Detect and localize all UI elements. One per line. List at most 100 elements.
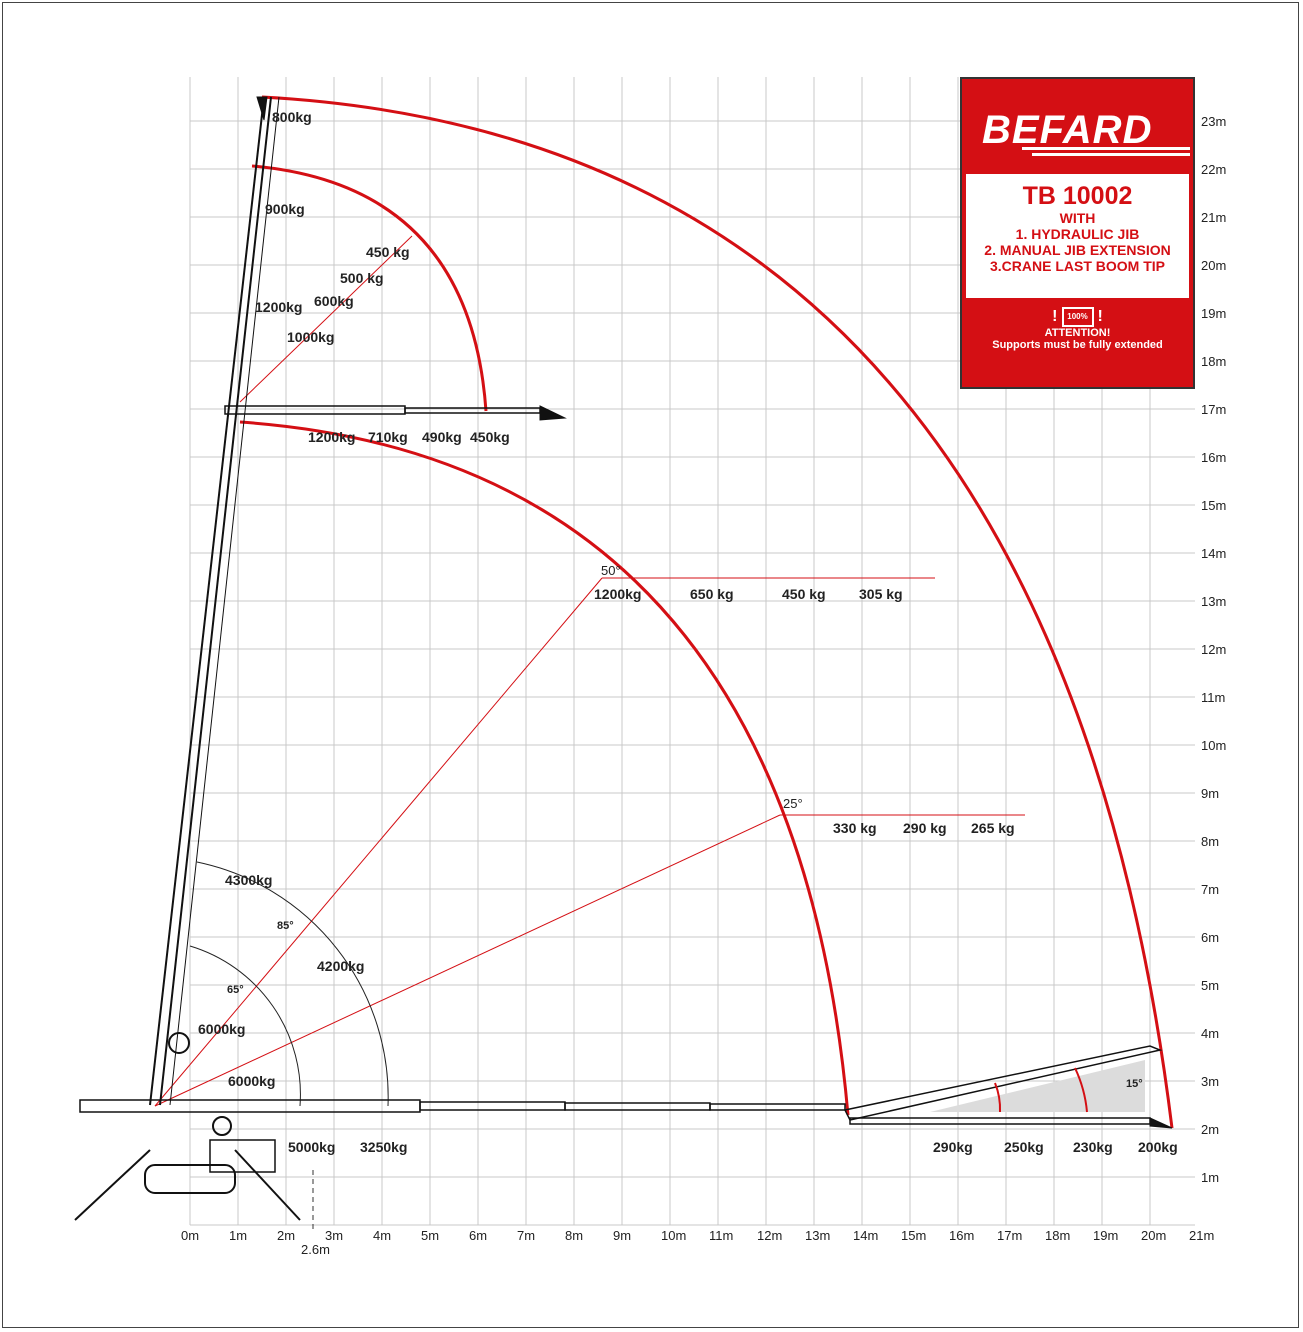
warning-icon: !100%! xyxy=(1052,307,1103,327)
x-tick-7: 7m xyxy=(517,1228,535,1243)
model-name: TB 10002 xyxy=(1022,182,1133,210)
svg-text:BEFARD: BEFARD xyxy=(982,108,1152,152)
x-tick-8: 8m xyxy=(565,1228,583,1243)
y-tick-9: 9m xyxy=(1201,786,1219,801)
line-jib-angle xyxy=(239,235,413,403)
x-tick-19: 19m xyxy=(1093,1228,1118,1243)
warning-text: Supports must be fully extended xyxy=(992,339,1163,351)
x-tick-4: 4m xyxy=(373,1228,391,1243)
y-tick-10: 10m xyxy=(1201,738,1226,753)
load-base-3250: 3250kg xyxy=(360,1139,407,1155)
load-25-290: 290 kg xyxy=(903,820,947,836)
x-tick-17: 17m xyxy=(997,1228,1022,1243)
x-tick-2: 2m xyxy=(277,1228,295,1243)
arc-65-deg xyxy=(189,945,301,1107)
line-25-deg xyxy=(154,814,781,1107)
load-50-1200: 1200kg xyxy=(594,586,641,602)
x-tick-0: 0m xyxy=(181,1228,199,1243)
load-jib-600: 600kg xyxy=(314,293,354,309)
crane-jib-horizontal xyxy=(224,405,567,421)
load-base-4200: 4200kg xyxy=(317,958,364,974)
y-tick-12: 12m xyxy=(1201,642,1226,657)
arc-85-deg xyxy=(196,861,389,1107)
y-tick-14: 14m xyxy=(1201,546,1226,561)
x-tick-9: 9m xyxy=(613,1228,631,1243)
feature-3: 3.CRANE LAST BOOM TIP xyxy=(989,258,1165,274)
x-tick-3: 3m xyxy=(325,1228,343,1243)
load-jib-1000: 1000kg xyxy=(287,329,334,345)
x-tick-11: 11m xyxy=(709,1228,733,1243)
line-50-deg xyxy=(154,577,603,1107)
jib-angle-shade xyxy=(930,1060,1145,1112)
angle-25: 25° xyxy=(783,796,803,811)
x-tick-18: 18m xyxy=(1045,1228,1070,1243)
crane-vertical-boom xyxy=(149,96,280,1106)
crane-boom-horizontal xyxy=(79,1045,1173,1129)
y-tick-16: 16m xyxy=(1201,450,1226,465)
x-tick-16: 16m xyxy=(949,1228,974,1243)
angle-15: 15° xyxy=(1126,1078,1143,1090)
x-tick-6: 6m xyxy=(469,1228,487,1243)
jib-reach-arc xyxy=(251,164,488,412)
y-tick-18: 18m xyxy=(1201,354,1226,369)
load-50-305: 305 kg xyxy=(859,586,903,602)
y-tick-4: 4m xyxy=(1201,1026,1219,1041)
y-tick-20: 20m xyxy=(1201,258,1226,273)
y-tick-8: 8m xyxy=(1201,834,1219,849)
load-ground-230: 230kg xyxy=(1073,1139,1113,1155)
warning-title: ATTENTION! xyxy=(1044,327,1111,339)
x-tick-14: 14m xyxy=(853,1228,878,1243)
feature-1: 1. HYDRAULIC JIB xyxy=(1015,226,1140,242)
crane-crawler-base xyxy=(74,1032,301,1221)
load-50-450: 450 kg xyxy=(782,586,826,602)
load-jib-h-450: 450kg xyxy=(470,429,510,445)
x-tick-15: 15m xyxy=(901,1228,926,1243)
warning-area: !100%! ATTENTION! Supports must be fully… xyxy=(962,307,1193,351)
load-50-650: 650 kg xyxy=(690,586,734,602)
y-tick-11: 11m xyxy=(1201,690,1225,705)
x-tick-5: 5m xyxy=(421,1228,439,1243)
y-tick-7: 7m xyxy=(1201,882,1219,897)
load-ground-290: 290kg xyxy=(933,1139,973,1155)
load-jib-1200: 1200kg xyxy=(255,299,302,315)
x-tick-10: 10m xyxy=(661,1228,686,1243)
load-ground-250: 250kg xyxy=(1004,1139,1044,1155)
y-tick-19: 19m xyxy=(1201,306,1226,321)
feature-2: 2. MANUAL JIB EXTENSION xyxy=(984,242,1171,258)
load-base-5000: 5000kg xyxy=(288,1139,335,1155)
load-base-6000b: 6000kg xyxy=(228,1073,275,1089)
load-jib-500: 500 kg xyxy=(340,270,384,286)
load-jib-h-710: 710kg xyxy=(368,429,408,445)
y-tick-17: 17m xyxy=(1201,402,1226,417)
load-tip-top: 800kg xyxy=(272,109,312,125)
y-tick-2: 2m xyxy=(1201,1122,1219,1137)
load-25-265: 265 kg xyxy=(971,820,1015,836)
brand-panel: BEFARD TB 10002 WITH 1. HYDRAULIC JIB 2.… xyxy=(960,77,1195,389)
y-tick-6: 6m xyxy=(1201,930,1219,945)
y-axis-ticks: 1m2m3m4m5m6m7m8m9m10m11m12m13m14m15m16m1… xyxy=(1201,114,1226,1185)
angle-85: 85° xyxy=(277,920,294,932)
y-tick-1: 1m xyxy=(1201,1170,1219,1185)
x-tick-21: 21m xyxy=(1189,1228,1214,1243)
x-tick-20: 20m xyxy=(1141,1228,1166,1243)
feature-with: WITH xyxy=(1059,210,1096,226)
angle-50: 50° xyxy=(601,563,621,578)
load-ground-200: 200kg xyxy=(1138,1139,1178,1155)
y-tick-15: 15m xyxy=(1201,498,1226,513)
angle-arc-b xyxy=(1074,1067,1088,1113)
y-tick-5: 5m xyxy=(1201,978,1219,993)
brand-info: TB 10002 WITH 1. HYDRAULIC JIB 2. MANUAL… xyxy=(966,174,1189,298)
outer-reach-arc xyxy=(261,95,1174,1129)
load-jib-450: 450 kg xyxy=(366,244,410,260)
x-tick-12: 12m xyxy=(757,1228,782,1243)
support-extended-icon: 100% xyxy=(1061,307,1094,327)
y-tick-21: 21m xyxy=(1201,210,1226,225)
y-tick-13: 13m xyxy=(1201,594,1226,609)
angle-arc-a xyxy=(994,1082,1002,1113)
y-tick-23: 23m xyxy=(1201,114,1226,129)
y-tick-22: 22m xyxy=(1201,162,1226,177)
x-tick-2-6m: 2.6m xyxy=(301,1242,330,1257)
load-base-6000a: 6000kg xyxy=(198,1021,245,1037)
